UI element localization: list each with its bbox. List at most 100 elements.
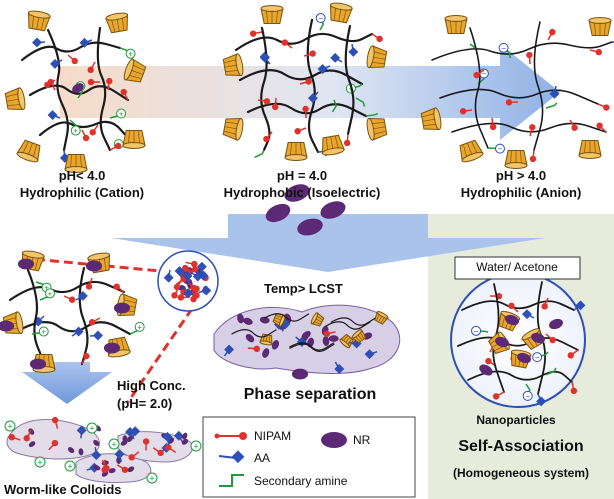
beta-cd-cup bbox=[374, 311, 389, 325]
nr-molecule bbox=[291, 368, 309, 380]
nr-molecule bbox=[67, 447, 75, 453]
nipam-unit bbox=[549, 336, 556, 344]
charge-badge bbox=[494, 143, 505, 154]
charge-sign: + bbox=[111, 440, 116, 450]
nipam-unit bbox=[120, 88, 127, 96]
nanoparticle-sphere: −−− bbox=[450, 272, 586, 408]
beta-cd-cup bbox=[222, 117, 244, 141]
micelle-zoom-circle bbox=[157, 250, 219, 312]
polymer-chain bbox=[457, 336, 579, 351]
charge-sign: − bbox=[535, 353, 540, 362]
aa-unit bbox=[575, 300, 586, 311]
charge-sign: − bbox=[498, 145, 503, 154]
cation-ph-label: pH< 4.0 bbox=[58, 168, 106, 183]
nr-molecule bbox=[505, 314, 519, 326]
polymer-chain bbox=[38, 120, 132, 142]
polymer-chain bbox=[14, 321, 132, 336]
amine-arm bbox=[331, 99, 338, 113]
aa-unit bbox=[522, 309, 532, 320]
anion-ph-label: pH > 4.0 bbox=[495, 168, 547, 183]
nipam-unit bbox=[83, 352, 90, 360]
nr-molecule bbox=[93, 465, 101, 471]
charge-sign: + bbox=[44, 284, 49, 293]
aa-unit bbox=[50, 58, 60, 69]
polymer-chain bbox=[306, 18, 320, 154]
aa-unit bbox=[224, 344, 235, 355]
beta-cd-cup bbox=[578, 140, 602, 159]
nr-molecule bbox=[120, 440, 128, 446]
polymer-chain bbox=[231, 329, 277, 338]
polymer-chain bbox=[461, 300, 575, 311]
nipam-unit bbox=[459, 108, 467, 115]
charge-sign: + bbox=[89, 424, 94, 434]
nipam-unit bbox=[263, 98, 271, 105]
nipam-unit bbox=[191, 266, 199, 273]
nipam-unit bbox=[142, 438, 150, 445]
aa-unit bbox=[364, 349, 375, 360]
aa-unit bbox=[330, 52, 341, 63]
nipam-unit bbox=[68, 296, 76, 303]
nipam-unit bbox=[82, 134, 90, 142]
nipam-unit bbox=[85, 283, 93, 290]
worm-like-colloids: +++++++ bbox=[4, 416, 202, 484]
aa-unit bbox=[183, 288, 194, 299]
nr-molecules-group bbox=[265, 184, 346, 236]
polymer-chain bbox=[451, 122, 607, 133]
polymer-chain bbox=[325, 321, 371, 330]
beta-cd-cup bbox=[366, 45, 388, 69]
nipam-unit bbox=[595, 48, 602, 56]
zoom-dash-line bbox=[126, 296, 202, 403]
aa-unit bbox=[549, 88, 560, 99]
beta-cd-cup bbox=[504, 150, 528, 169]
charge-badge bbox=[116, 108, 127, 119]
nr-molecule bbox=[103, 342, 121, 354]
self-association-label: Self-Association bbox=[458, 438, 584, 455]
nipam-icon bbox=[214, 432, 247, 440]
nipam-unit bbox=[51, 416, 59, 424]
phase-separation-label: Phase separation bbox=[243, 386, 377, 403]
nipam-unit bbox=[281, 39, 289, 46]
water-acetone-label: Water/ Acetone bbox=[476, 260, 558, 274]
beta-cd-cup bbox=[310, 312, 325, 327]
charge-sign: + bbox=[193, 442, 198, 452]
amine-arm bbox=[365, 112, 379, 117]
nanoparticles-label: Nanoparticles bbox=[476, 413, 556, 427]
nr-molecule bbox=[181, 438, 189, 445]
charge-badge bbox=[64, 460, 76, 472]
charge-sign: + bbox=[119, 110, 124, 119]
nr-molecule bbox=[127, 466, 135, 473]
nr-molecule bbox=[108, 468, 116, 474]
nipam-unit bbox=[114, 142, 122, 150]
nipam-unit bbox=[249, 30, 257, 37]
legend-aa-label: AA bbox=[254, 451, 271, 465]
nipam-unit bbox=[473, 71, 480, 79]
charge-badge bbox=[522, 390, 533, 401]
temperature-label: Temp> LCST bbox=[264, 281, 343, 296]
legend-nipam-label: NIPAM bbox=[254, 429, 292, 443]
nr-molecule bbox=[265, 203, 291, 223]
isoelectric-polymer-cluster: −+ bbox=[222, 2, 388, 161]
charge-sign: − bbox=[525, 392, 530, 401]
amine-arm bbox=[355, 97, 366, 107]
charge-badge bbox=[471, 325, 482, 336]
charge-badge bbox=[4, 420, 16, 432]
polymer-chain bbox=[96, 26, 112, 152]
nipam-unit bbox=[193, 292, 200, 299]
aa-unit bbox=[173, 430, 184, 441]
nipam-unit bbox=[47, 78, 54, 86]
aa-unit bbox=[47, 110, 58, 120]
charge-sign: + bbox=[7, 422, 12, 432]
nipam-unit bbox=[51, 439, 59, 447]
charge-badge bbox=[190, 440, 202, 452]
polymer-chain bbox=[234, 32, 374, 52]
nipam-unit bbox=[323, 330, 330, 338]
charge-badge bbox=[108, 438, 120, 450]
temperature-arrow bbox=[111, 214, 545, 272]
charge-sign: − bbox=[501, 44, 506, 53]
nr-molecule bbox=[29, 358, 47, 370]
nipam-unit bbox=[8, 433, 15, 441]
nipam-unit bbox=[165, 444, 172, 451]
nr-molecule bbox=[262, 348, 270, 358]
beta-cd-cup bbox=[459, 139, 484, 163]
nipam-unit bbox=[89, 129, 96, 136]
